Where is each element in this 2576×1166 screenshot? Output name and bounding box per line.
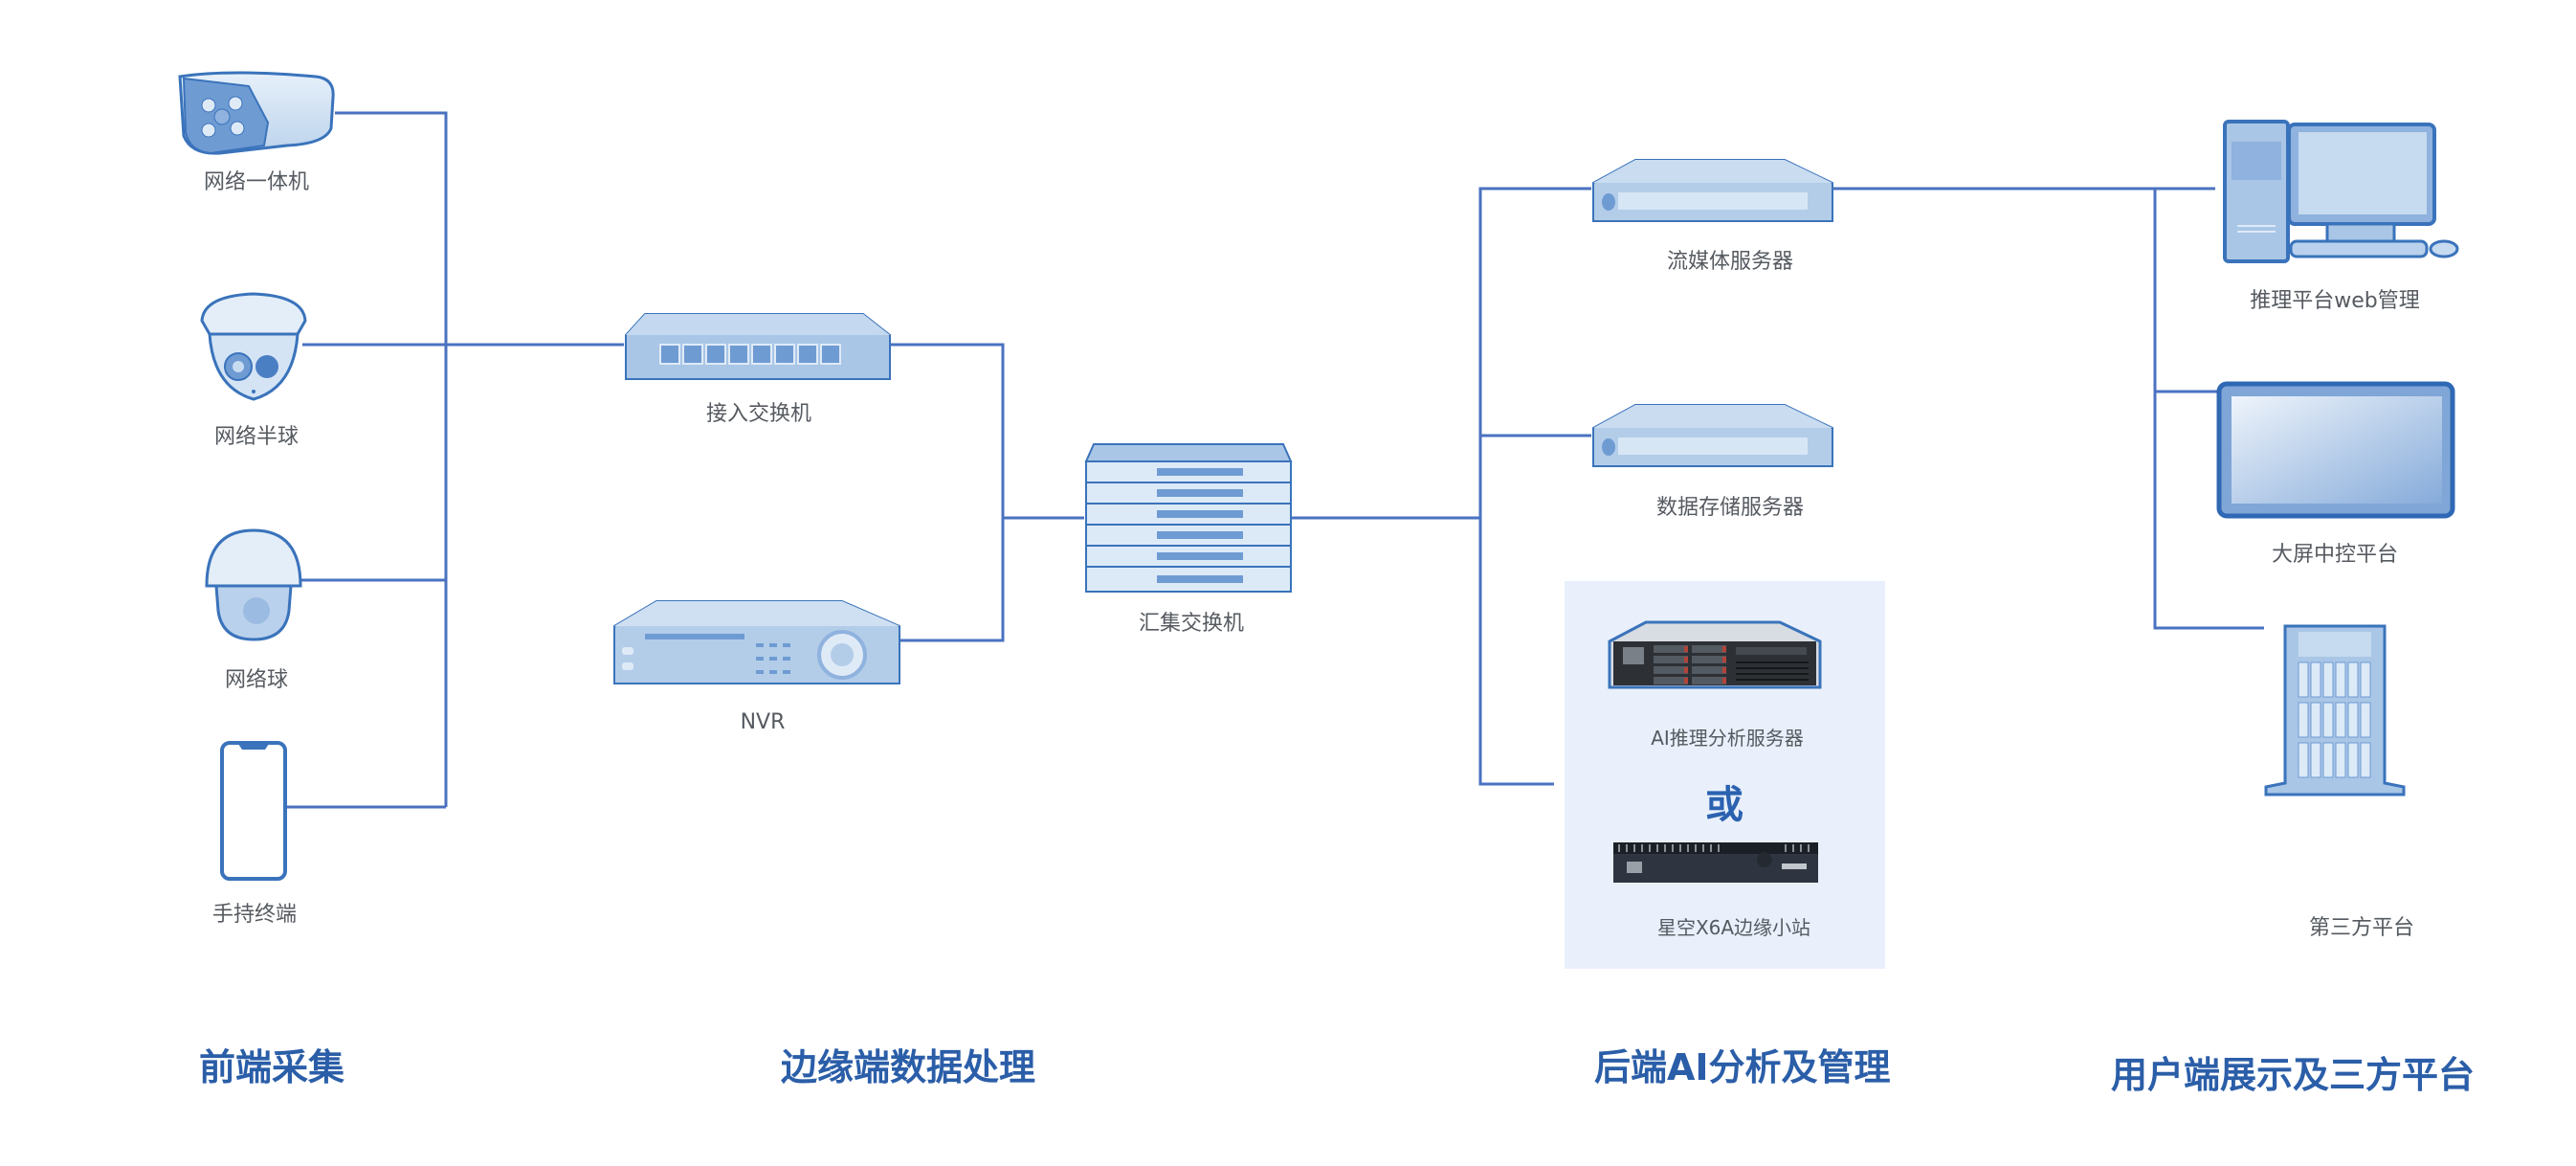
large-display-icon xyxy=(2216,381,2455,521)
edge-station-label: 星空X6A边缘小站 xyxy=(1656,916,1811,939)
storage-server-icon xyxy=(1591,403,1834,468)
tower-server-icon xyxy=(2264,622,2406,798)
bullet-camera-icon xyxy=(172,69,337,157)
access-switch-label: 接入交换机 xyxy=(705,402,812,426)
core-switch-label: 汇集交换机 xyxy=(1138,612,1245,636)
wire-backend-bus xyxy=(1478,187,1591,786)
big-screen-label: 大屏中控平台 xyxy=(2271,543,2399,567)
or-separator: 或 xyxy=(1705,783,1743,827)
ai-server-icon xyxy=(1608,620,1822,689)
wire-access-switch xyxy=(890,343,1005,642)
section-title-user: 用户端展示及三方平台 xyxy=(2111,1054,2476,1096)
desktop-pc-icon xyxy=(2222,119,2467,264)
access-switch-icon xyxy=(624,312,892,381)
ai-server-label: AI推理分析服务器 xyxy=(1651,727,1804,750)
bullet-camera-label: 网络一体机 xyxy=(203,170,310,194)
nvr-icon xyxy=(612,597,901,685)
stacked-switch-icon xyxy=(1084,442,1293,595)
section-title-backend: 后端AI分析及管理 xyxy=(1594,1046,1891,1088)
wire-user-bus xyxy=(2153,189,2264,630)
dome-camera-icon xyxy=(194,292,313,405)
third-party-label: 第三方平台 xyxy=(2308,916,2415,940)
dome-camera-label: 网络半球 xyxy=(213,425,300,449)
edge-box-icon xyxy=(1613,842,1818,883)
handheld-terminal-icon xyxy=(219,740,288,882)
streaming-server-label: 流媒体服务器 xyxy=(1666,250,1794,274)
ptz-camera-label: 网络球 xyxy=(224,668,289,692)
section-title-edge: 边缘端数据处理 xyxy=(781,1046,1036,1088)
nvr-label: NVR xyxy=(740,710,786,734)
wire-bullet-camera xyxy=(335,111,448,807)
ptz-camera-icon xyxy=(205,528,302,641)
streaming-server-icon xyxy=(1591,158,1834,223)
storage-server-label: 数据存储服务器 xyxy=(1655,496,1805,520)
web-mgmt-label: 推理平台web管理 xyxy=(2250,289,2420,313)
handheld-terminal-label: 手持终端 xyxy=(211,903,298,927)
section-title-frontend: 前端采集 xyxy=(199,1046,345,1088)
